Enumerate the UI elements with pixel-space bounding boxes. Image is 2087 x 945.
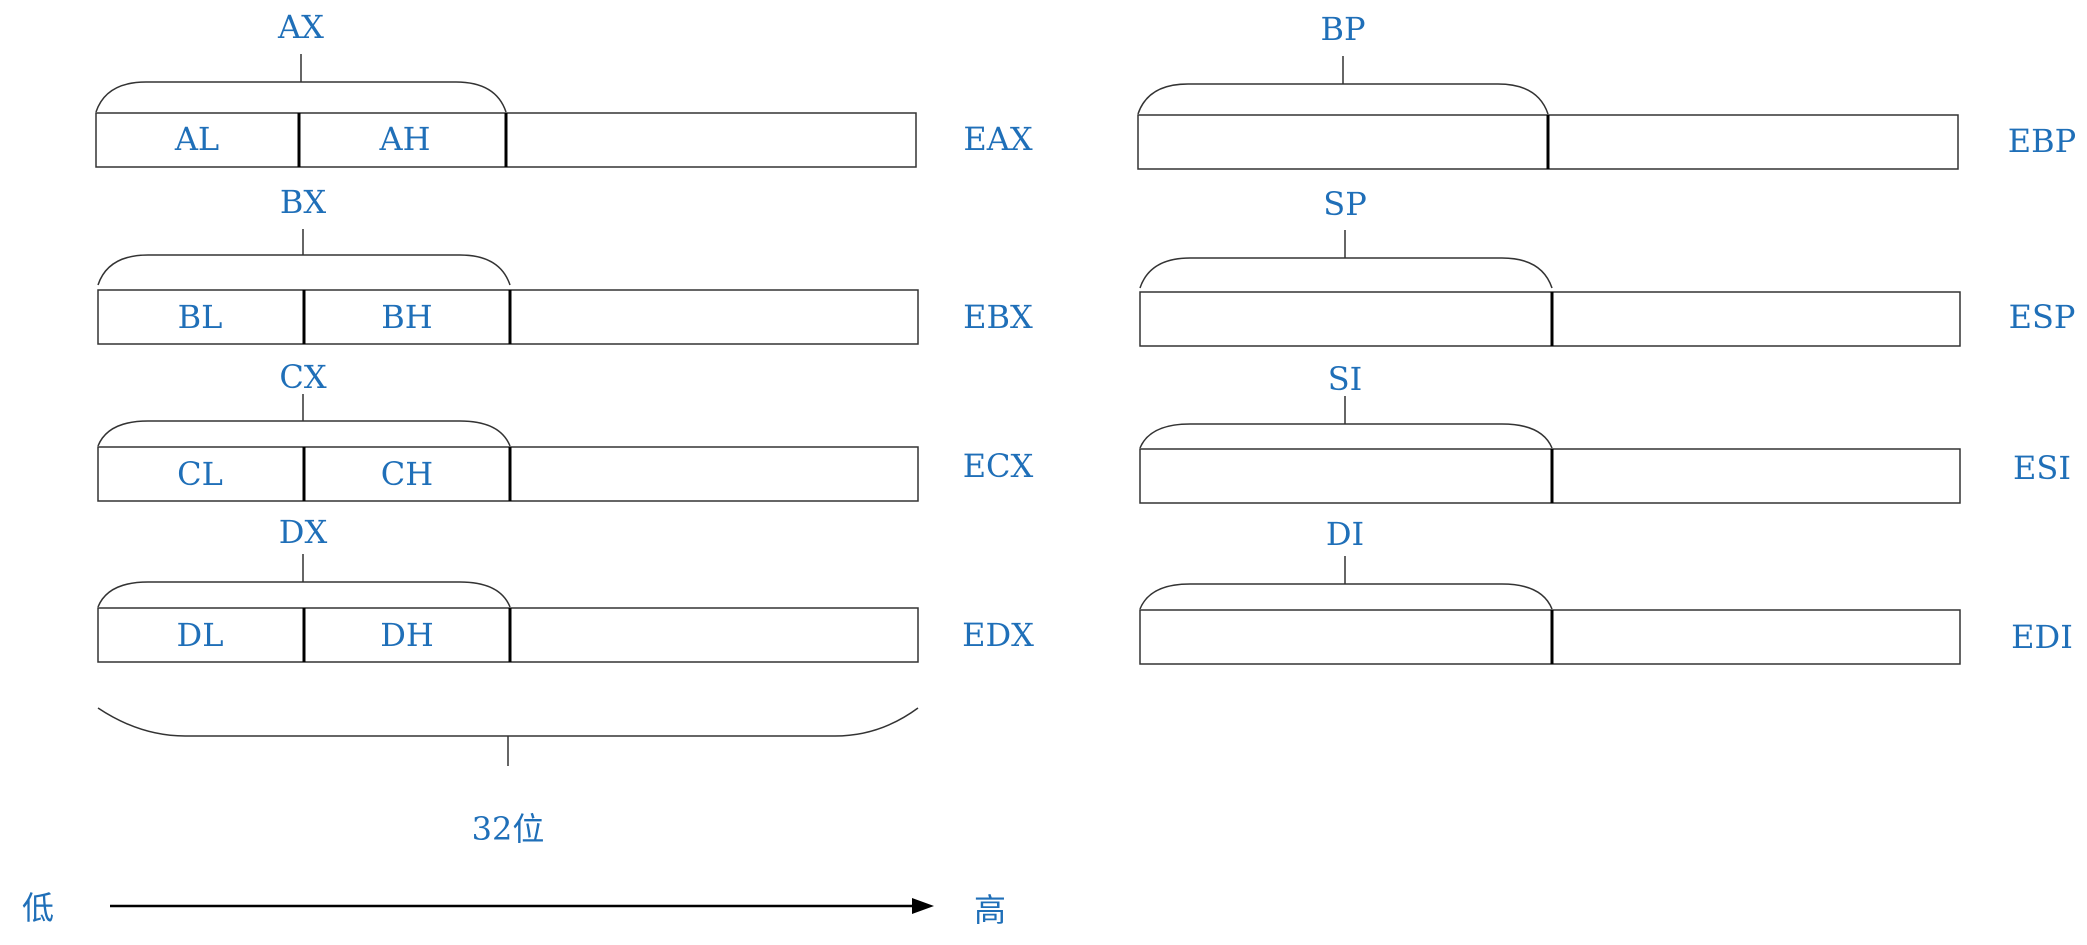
- register-name: EBX: [963, 298, 1033, 336]
- word-register-label: SP: [1323, 185, 1366, 223]
- register-name: EDI: [2011, 618, 2073, 656]
- register-eax: AX AL AH EAX: [95, 8, 1033, 168]
- register-name: ESI: [2013, 449, 2071, 487]
- high-byte-label: DH: [380, 616, 434, 654]
- word-brace: [1139, 583, 1553, 610]
- register-name: ECX: [963, 447, 1034, 485]
- direction-arrowhead-icon: [912, 898, 934, 914]
- register-box: [97, 289, 919, 345]
- register-box: [97, 446, 919, 502]
- width-label: 32位: [472, 810, 545, 848]
- low-byte-label: BL: [178, 298, 223, 336]
- word-register-label: DX: [279, 513, 328, 551]
- word-register-label: DI: [1326, 515, 1364, 553]
- register-ebp: BP EBP: [1137, 10, 2076, 170]
- word-brace: [1137, 83, 1549, 115]
- register-edx: DX DL DH EDX: [97, 513, 1034, 663]
- word-brace: [1139, 257, 1553, 289]
- register-ecx: CX CL CH ECX: [97, 358, 1034, 502]
- width-brace: [97, 707, 919, 737]
- register-name: EDX: [962, 616, 1034, 654]
- register-esi: SI ESI: [1139, 360, 2071, 504]
- low-byte-label: DL: [177, 616, 224, 654]
- word-register-label: CX: [279, 358, 326, 396]
- register-box: [97, 607, 919, 663]
- word-register-label: SI: [1328, 360, 1363, 398]
- word-brace: [97, 420, 511, 447]
- word-brace: [97, 254, 511, 286]
- word-register-label: BX: [280, 183, 327, 221]
- width-indicator: 32位: [97, 707, 919, 848]
- direction-indicator: 低 高: [22, 889, 1006, 929]
- direction-low-label: 低: [22, 889, 54, 927]
- register-esp: SP ESP: [1139, 185, 2076, 347]
- register-box: [1139, 291, 1961, 347]
- low-byte-label: AL: [174, 120, 219, 158]
- word-register-label: AX: [277, 8, 324, 46]
- register-name: ESP: [2009, 298, 2076, 336]
- high-byte-label: CH: [381, 455, 433, 493]
- register-box: [1139, 448, 1961, 504]
- high-byte-label: BH: [381, 298, 432, 336]
- word-brace: [1139, 423, 1553, 449]
- word-brace: [95, 81, 507, 113]
- direction-high-label: 高: [974, 891, 1006, 929]
- register-box: [1139, 609, 1961, 665]
- register-name: EAX: [963, 120, 1032, 158]
- register-ebx: BX BL BH EBX: [97, 183, 1033, 345]
- word-register-label: BP: [1320, 10, 1365, 48]
- word-brace: [97, 581, 511, 608]
- register-name: EBP: [2008, 122, 2076, 160]
- register-edi: DI EDI: [1139, 515, 2073, 665]
- high-byte-label: AH: [378, 120, 430, 158]
- low-byte-label: CL: [177, 455, 223, 493]
